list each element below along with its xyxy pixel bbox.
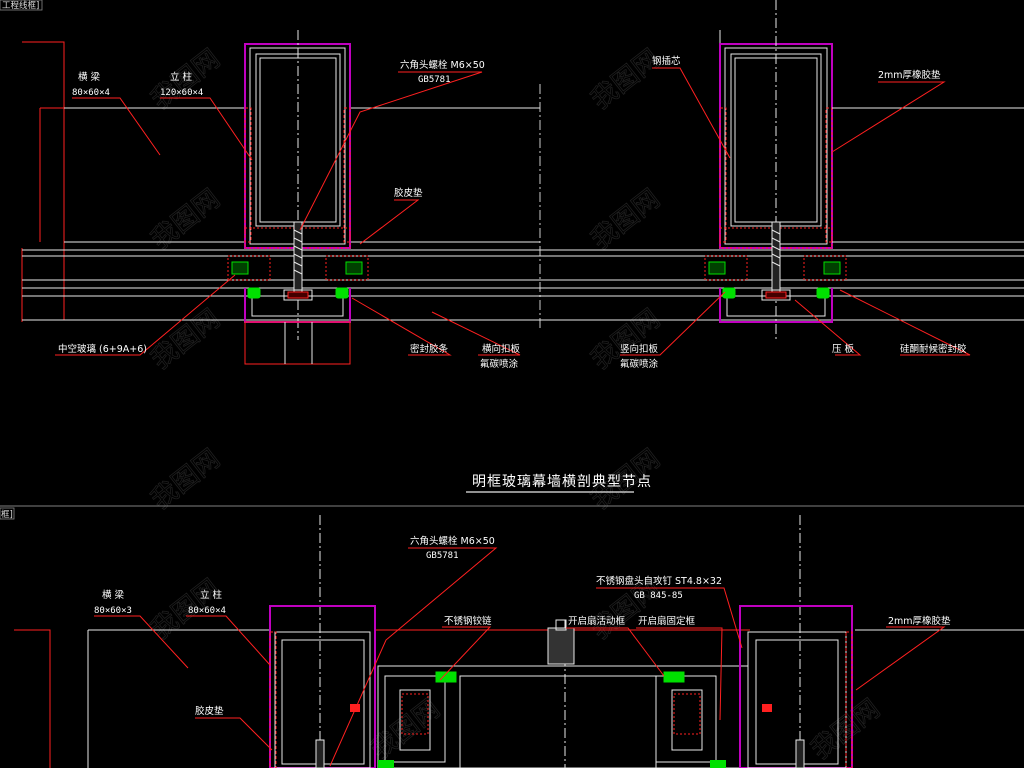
rubber-label: 2mm厚橡胶垫 (878, 69, 941, 81)
construction-lines (21, 41, 541, 330)
watermark-text: 我图网 (586, 184, 666, 256)
watermark-text: 我图网 (586, 44, 666, 116)
leader-lines-upper (55, 67, 971, 356)
bolt-left (287, 221, 309, 299)
cover-plate-left (244, 287, 351, 365)
lower-beam-label: 横 梁 (102, 589, 125, 601)
glass-panel-left (227, 255, 369, 281)
seal-label: 密封胶条 (410, 343, 449, 355)
upper-detail: 横 梁 80×60×4 立 柱 120×60×4 六角头螺栓 M6×50 GB5… (21, 0, 1024, 370)
v-cover-label: 竖向扣板 (620, 343, 659, 355)
lower-detail: 六角头螺栓 M6×50 GB5781 横 梁 80×60×3 立 柱 80×60… (14, 515, 1024, 768)
lower-bolt-std: GB5781 (426, 551, 459, 561)
lower-bolt-label: 六角头螺栓 M6×50 (410, 535, 495, 547)
viewport-frame-bottom: 框] (0, 505, 1024, 520)
gasket-label: 胶皮垫 (394, 187, 423, 199)
bolt-label: 六角头螺栓 M6×50 (400, 59, 485, 71)
glass-label: 中空玻璃 (6+9A+6) (58, 343, 147, 355)
viewport-frame-top: 工程线框] (0, 0, 43, 11)
column-spec: 120×60×4 (160, 88, 203, 98)
labels-upper: 横 梁 80×60×4 立 柱 120×60×4 六角头螺栓 M6×50 GB5… (58, 55, 967, 370)
section-title-group: 明框玻璃幕墙横剖典型节点 (466, 473, 652, 493)
lower-gasket-label: 胶皮垫 (195, 705, 224, 717)
steel-core-label: 钢插芯 (652, 55, 681, 67)
sash-assembly (377, 619, 749, 768)
viewport-tab-top[interactable]: 工程线框] (2, 0, 39, 11)
h-cover-label: 横向扣板 (482, 343, 521, 355)
bolt-std: GB5781 (418, 75, 451, 85)
silicone-label: 硅酮耐候密封胶 (900, 343, 967, 355)
column-profile-right (540, 0, 1024, 340)
watermark-text: 我图网 (146, 184, 226, 256)
watermark-layer: 我图网 我图网 我图网 我图网 我图网 我图网 我图网 我图网 我图网 我图网 … (145, 43, 886, 765)
lower-column-label: 立 柱 (200, 589, 223, 601)
glass-panel-right (704, 255, 847, 281)
beam-outline-left (22, 107, 540, 321)
pressure-label: 压 板 (832, 343, 855, 355)
sash-frame-label: 开启扇活动框 (568, 615, 626, 627)
lower-beam-spec: 80×60×3 (94, 606, 132, 616)
labels-lower: 六角头螺栓 M6×50 GB5781 横 梁 80×60×3 立 柱 80×60… (94, 535, 951, 717)
column-lower-right (739, 605, 853, 768)
lower-construction (14, 629, 51, 768)
leader-lines-lower (94, 547, 946, 767)
cover-plate-right (719, 287, 833, 323)
fixed-frame-label: 开启扇固定框 (638, 615, 696, 627)
bolt-right (765, 221, 787, 299)
beam-spec: 80×60×4 (72, 88, 110, 98)
beam-label: 横 梁 (78, 71, 101, 83)
screw-label: 不锈钢盘头自攻钉 ST4.8×32 (596, 575, 722, 587)
section-title: 明框玻璃幕墙横剖典型节点 (472, 473, 652, 490)
watermark-text: 我图网 (146, 444, 226, 516)
h-cover-sub: 氟碳喷涂 (480, 358, 519, 370)
column-label: 立 柱 (170, 71, 193, 83)
column-lower-left (269, 605, 376, 768)
v-cover-sub: 氟碳喷涂 (620, 358, 659, 370)
screw-std: GB 845-85 (634, 591, 683, 601)
lower-rubber-label: 2mm厚橡胶垫 (888, 615, 951, 627)
lower-column-spec: 80×60×4 (188, 606, 226, 616)
viewport-tab-bottom[interactable]: 框] (1, 509, 13, 520)
hinge-label: 不锈钢铰链 (444, 615, 492, 627)
